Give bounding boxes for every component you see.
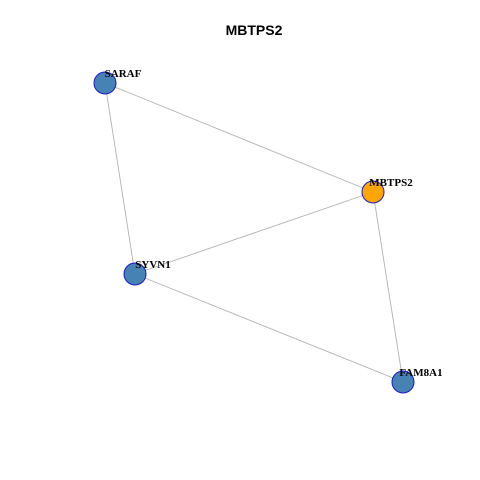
diagram-title: MBTPS2 bbox=[226, 22, 283, 38]
edge-syvn1-mbtps2 bbox=[134, 191, 374, 275]
edge-saraf-mbtps2 bbox=[104, 82, 374, 193]
node-mbtps2 bbox=[361, 180, 385, 204]
edges-layer bbox=[104, 82, 404, 383]
node-label-mbtps2: MBTPS2 bbox=[369, 177, 413, 189]
node-fam8a1 bbox=[391, 370, 415, 394]
node-label-saraf: SARAF bbox=[105, 68, 142, 80]
node-saraf bbox=[93, 71, 117, 95]
node-label-syvn1: SYVN1 bbox=[135, 259, 170, 271]
edge-saraf-syvn1 bbox=[104, 82, 136, 275]
edge-mbtps2-fam8a1 bbox=[372, 191, 404, 383]
node-label-fam8a1: FAM8A1 bbox=[399, 367, 442, 379]
nodes-layer bbox=[93, 71, 415, 394]
node-syvn1 bbox=[123, 262, 147, 286]
edge-syvn1-fam8a1 bbox=[134, 273, 404, 383]
